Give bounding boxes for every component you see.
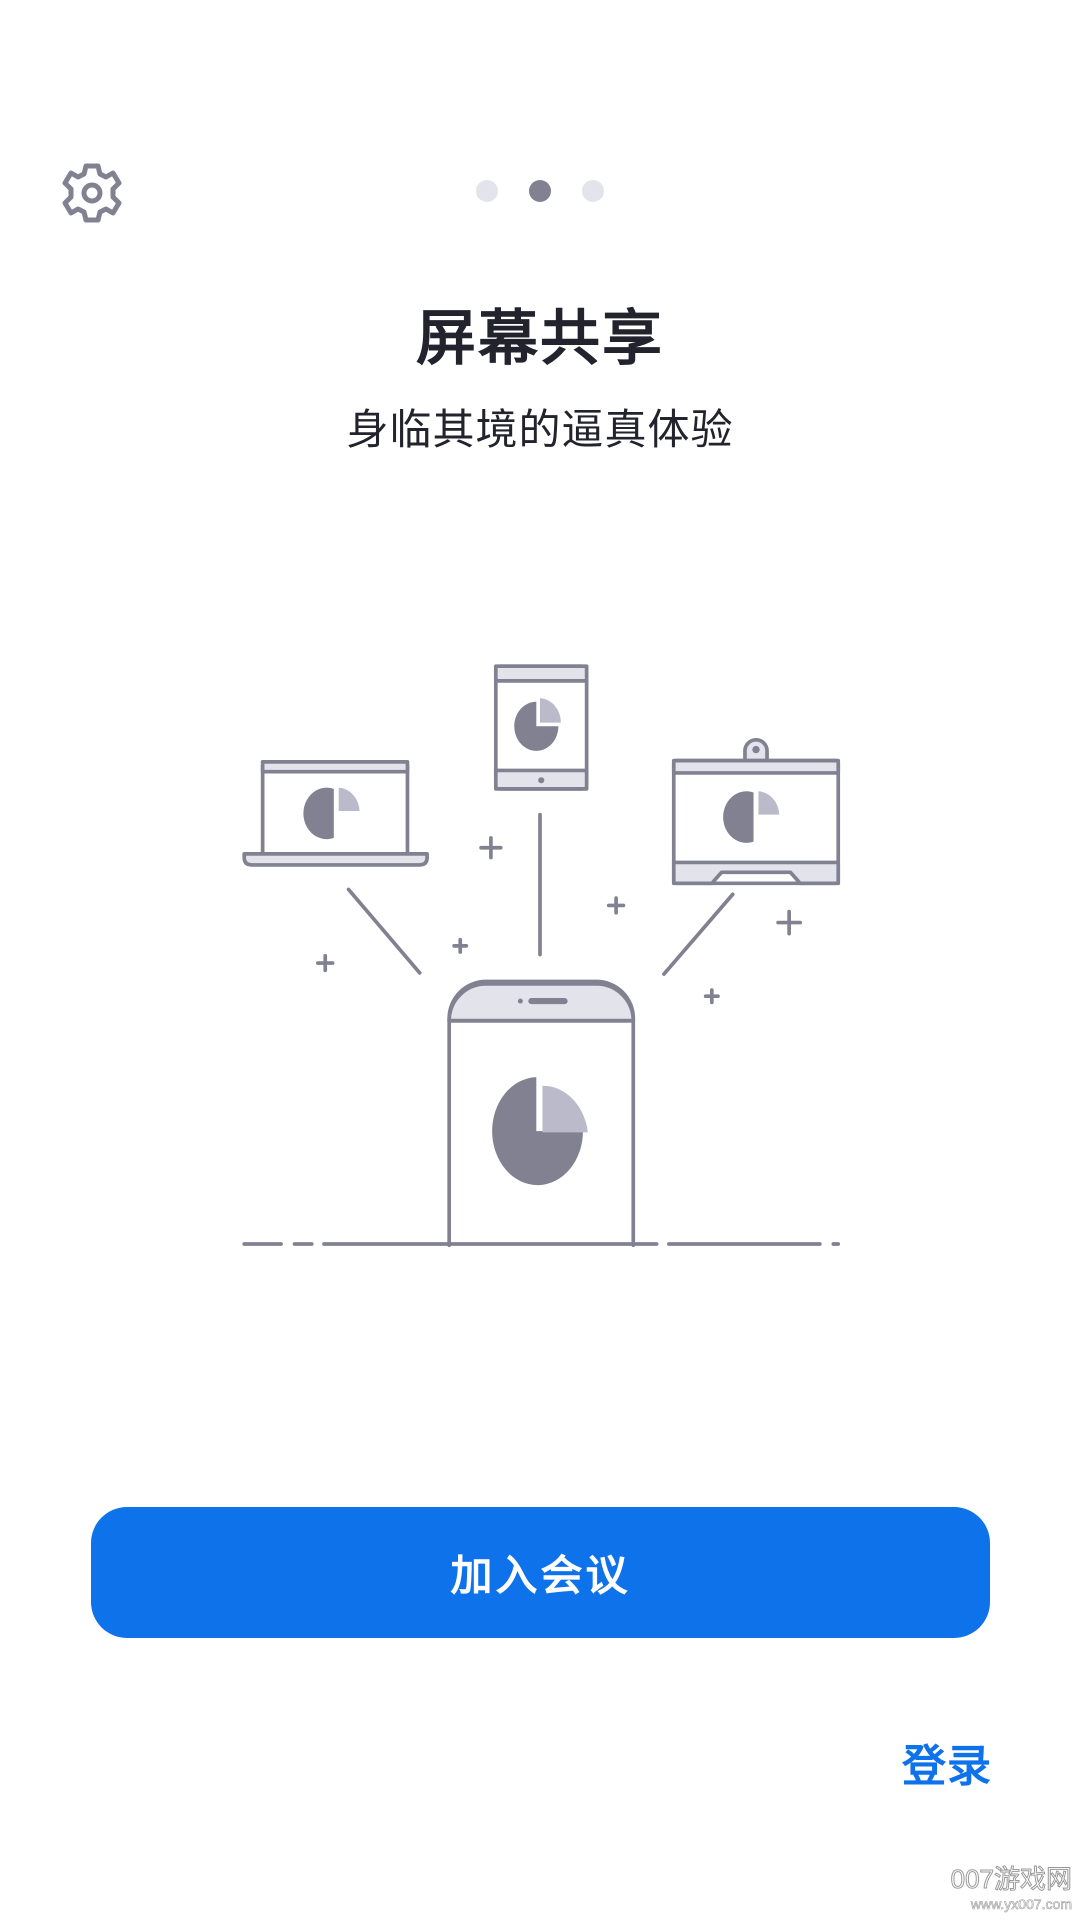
watermark-line1: 007游戏网 [950,1864,1072,1895]
slide-subtitle: 身临其境的逼真体验 [346,405,734,454]
sparkle-plus-icons [316,836,803,1005]
page-dot-3[interactable] [582,180,604,202]
login-link[interactable]: 登录 [902,1741,992,1792]
page-dot-2-active[interactable] [529,180,551,202]
page-indicator [476,180,604,202]
watermark: 007游戏网 www.yx007.com [950,1859,1073,1913]
conference-display-icon [671,738,841,886]
slide-title: 屏幕共享 [416,304,664,374]
page-dot-1[interactable] [476,180,498,202]
watermark-line2: www.yx007.com [970,1896,1073,1913]
gear-icon [62,163,122,223]
join-meeting-button[interactable]: 加入会议 [91,1507,990,1638]
tablet-icon [493,664,589,791]
laptop-icon [242,760,429,867]
smartphone-icon [447,979,636,1248]
settings-button[interactable] [62,162,122,224]
